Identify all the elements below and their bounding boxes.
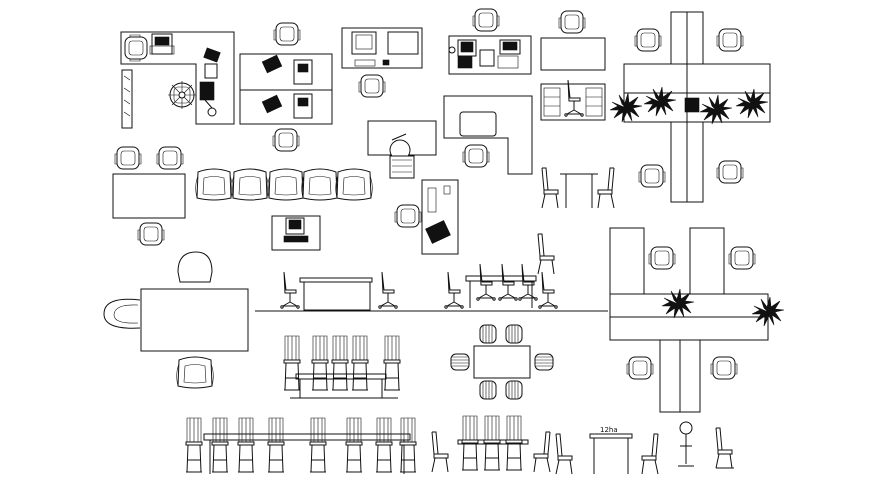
- executive-desk-with-chairs: [103, 251, 249, 389]
- twin-computer-desk: [448, 8, 532, 75]
- desk-front-elevation: [540, 79, 606, 121]
- conference-table-elevation: [444, 263, 558, 309]
- small-computer-desk: [271, 215, 321, 251]
- table-annotation-label: 12ha: [600, 426, 618, 434]
- bar-stools-elevation: [678, 421, 734, 469]
- office-workstation-cluster-top: [609, 11, 771, 203]
- six-seat-dining-table-top: [450, 324, 554, 400]
- table-with-three-chairs: [112, 146, 186, 246]
- dining-table-side-elevation: [537, 167, 615, 275]
- small-desk-top-view: [540, 10, 606, 71]
- reception-counter-elevation: [255, 271, 608, 312]
- computer-desk-with-chair: [341, 27, 423, 98]
- cafe-table-elevation: 12ha: [555, 426, 659, 475]
- row-of-lounge-chairs: [195, 168, 373, 201]
- dining-set-elevation: [431, 415, 551, 473]
- filing-desk-with-papers: [394, 179, 459, 255]
- double-workstation-desk: [239, 22, 333, 152]
- l-shaped-desk-workstation: [120, 31, 235, 129]
- office-workstation-cluster-bottom: [609, 227, 785, 413]
- computer-table-with-lamp: [367, 120, 437, 179]
- bar-counter-with-stools: [283, 335, 401, 399]
- corner-desk-with-chair: [443, 95, 533, 175]
- long-bar-counter-elevation: [185, 417, 417, 474]
